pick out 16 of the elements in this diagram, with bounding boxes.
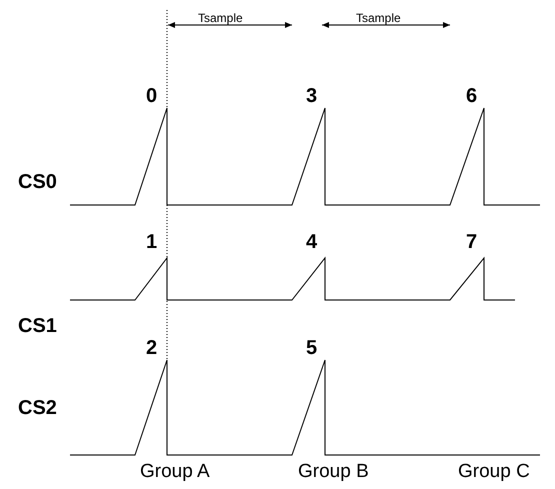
dimension-label: Tsample: [356, 12, 401, 24]
group-label: Group B: [298, 462, 369, 481]
group-label: Group A: [140, 462, 210, 481]
channel-number: 7: [466, 232, 478, 252]
channel-number: 0: [146, 86, 158, 106]
row-label: CS0: [18, 172, 57, 192]
row-label: CS2: [18, 398, 57, 418]
dimension-label: Tsample: [198, 12, 243, 24]
channel-number: 4: [306, 232, 318, 252]
row-label: CS1: [18, 316, 57, 336]
channel-number: 1: [146, 232, 158, 252]
group-label: Group C: [458, 462, 530, 481]
channel-number: 6: [466, 86, 478, 106]
channel-number: 2: [146, 338, 158, 358]
channel-number: 3: [306, 86, 318, 106]
channel-number: 5: [306, 338, 318, 358]
